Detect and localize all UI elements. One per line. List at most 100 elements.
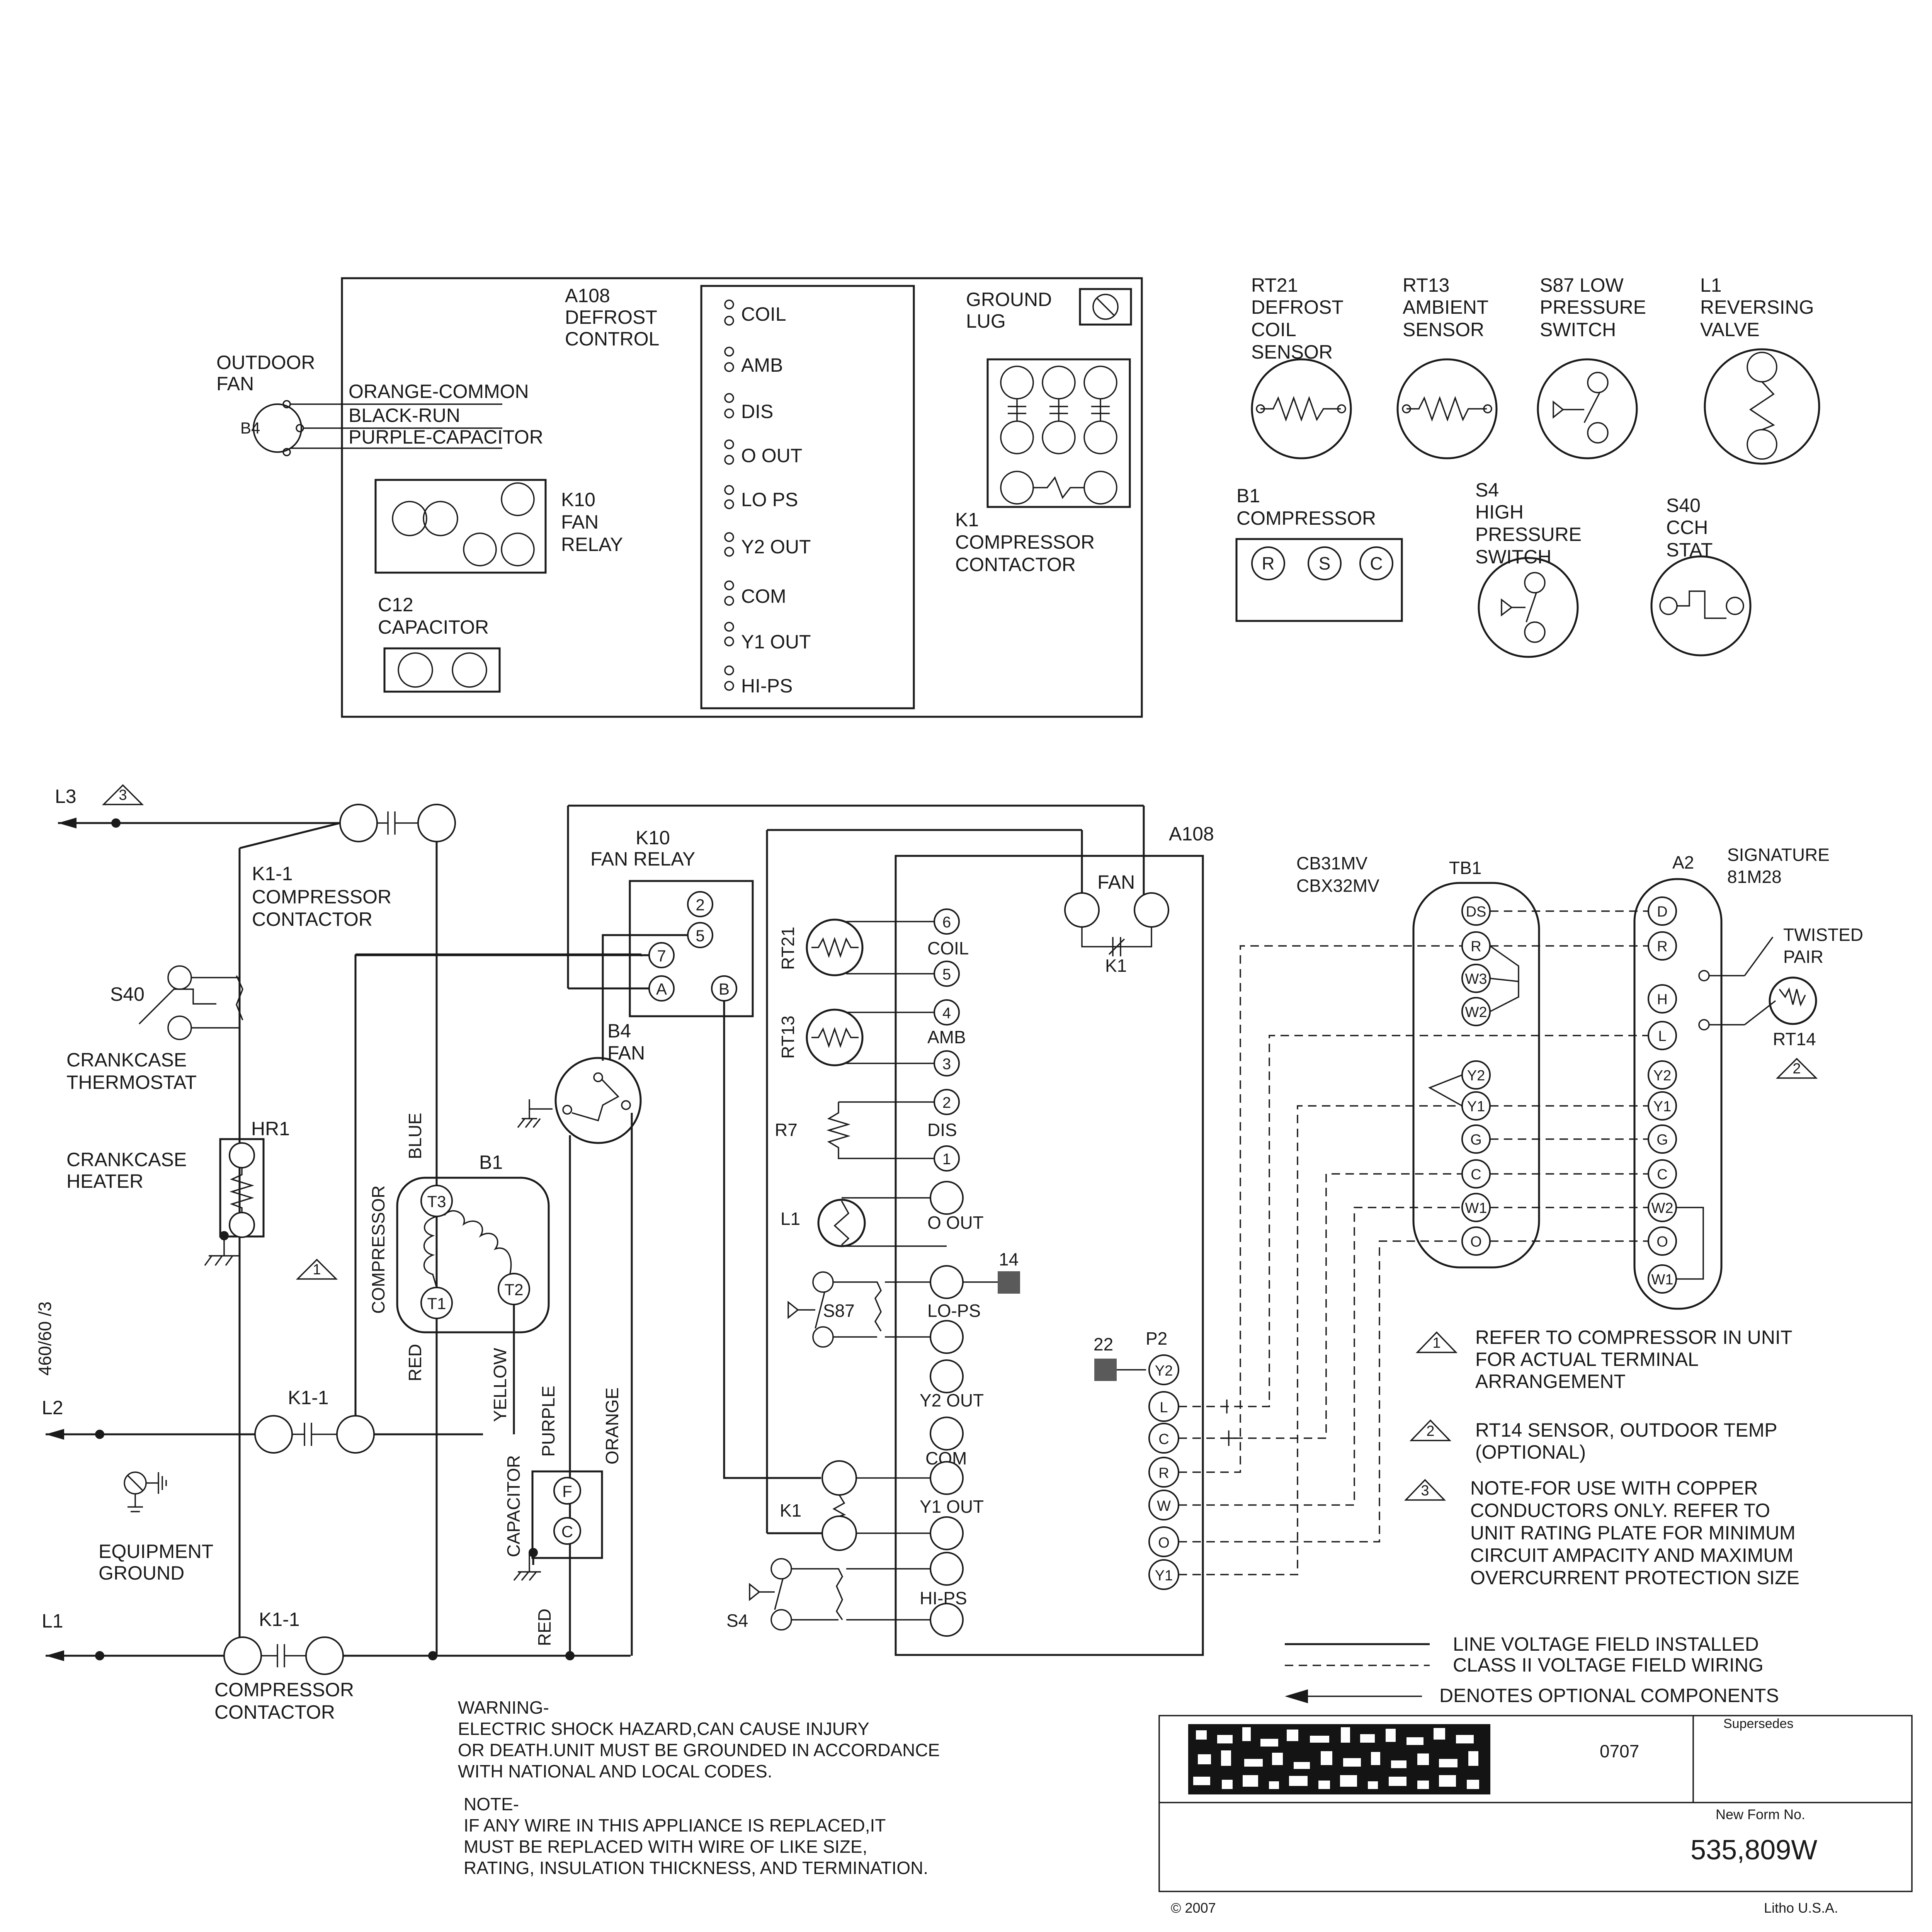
l1-legend-label: L1 — [1700, 274, 1722, 296]
k10-label: K10 — [561, 489, 595, 510]
model-cb31mv: CB31MV — [1296, 853, 1367, 873]
tb1-w2: W2 — [1465, 1004, 1487, 1020]
rt21-legend-label: RT21 — [1251, 274, 1298, 296]
lo-ps-label: LO-PS — [927, 1301, 981, 1321]
terminal-o-out: O OUT — [741, 445, 802, 466]
k1-label: K1 — [955, 509, 979, 531]
tb1-o: O — [1470, 1234, 1482, 1250]
r7-label: R7 — [775, 1120, 798, 1140]
k10-label-2: FAN — [561, 511, 599, 533]
signature-label-2: 81M28 — [1727, 867, 1782, 887]
note-1-line-2: FOR ACTUAL TERMINAL — [1475, 1349, 1699, 1370]
outdoor-fan-motor — [253, 403, 302, 453]
k1-1-top-label: K1-1 — [252, 863, 293, 884]
wire-14-marker — [998, 1271, 1020, 1294]
equipment-ground-label-2: GROUND — [99, 1562, 184, 1584]
tb1-w1: W1 — [1465, 1200, 1487, 1216]
rt13-legend-label-3: SENSOR — [1403, 319, 1484, 340]
p2-label: P2 — [1146, 1328, 1167, 1349]
compressor-contactor-label-2: CONTACTOR — [214, 1701, 335, 1723]
coil-label: COIL — [927, 938, 969, 958]
rt21-legend-label-4: SENSOR — [1251, 341, 1333, 363]
note-line-4: RATING, INSULATION THICKNESS, AND TERMIN… — [464, 1858, 928, 1878]
a2-label: A2 — [1672, 852, 1694, 872]
warning-line-1: WARNING- — [458, 1697, 549, 1718]
terminal-list: COIL AMB DIS O OUT LO PS Y2 OUT COM Y1 O… — [724, 299, 811, 697]
ground-lug-label-2: LUG — [966, 310, 1006, 332]
tri2-text: 2 — [1793, 1061, 1801, 1077]
k1-1-bot-label: K1-1 — [259, 1609, 300, 1630]
outdoor-fan-label-2: FAN — [216, 373, 254, 395]
tb1-r: R — [1471, 939, 1481, 955]
note2-tri-text: 2 — [1426, 1423, 1434, 1439]
b4-fan-label: B4 — [607, 1020, 631, 1042]
wire-22-label: 22 — [1094, 1334, 1113, 1354]
equipment-ground-label: EQUIPMENT — [99, 1541, 213, 1562]
a2-h: H — [1657, 992, 1667, 1008]
s4-legend-label-2: HIGH — [1475, 501, 1524, 523]
a2-r: R — [1657, 939, 1667, 955]
c12-label-2: CAPACITOR — [378, 616, 489, 638]
a2-y2: Y2 — [1653, 1068, 1671, 1084]
legend-arrow-icon — [1285, 1689, 1308, 1703]
a2-w1: W1 — [1651, 1272, 1673, 1288]
a2-o: O — [1656, 1234, 1668, 1250]
b1-t3: T3 — [427, 1192, 446, 1211]
legend-optional: DENOTES OPTIONAL COMPONENTS — [1439, 1685, 1779, 1706]
tb1-c: C — [1471, 1167, 1481, 1183]
k1-1-mid-label: K1-1 — [288, 1387, 329, 1408]
litho-label: Litho U.S.A. — [1764, 1900, 1838, 1916]
p2-pin-r: R — [1158, 1465, 1169, 1481]
date-code: 0707 — [1600, 1741, 1639, 1761]
terminal-amb: AMB — [741, 354, 783, 376]
a2-d: D — [1657, 904, 1667, 920]
note-3-line-3: UNIT RATING PLATE FOR MINIMUM — [1470, 1522, 1796, 1544]
defrost-control-a108-icon — [895, 855, 1204, 1656]
a2-terminals: D R H L Y2 Y1 G C W2 O W1 — [1648, 896, 1677, 1294]
voltage-label: 460/60 /3 — [35, 1301, 55, 1376]
rt13-legend-label-2: AMBIENT — [1403, 296, 1488, 318]
terminal-dis: DIS — [741, 401, 773, 422]
k1-label-2: COMPRESSOR — [955, 531, 1095, 553]
crankcase-thermostat-label: CRANKCASE — [66, 1049, 187, 1071]
l3-label: L3 — [55, 786, 77, 807]
note-line-2: IF ANY WIRE IN THIS APPLIANCE IS REPLACE… — [464, 1815, 886, 1835]
crankcase-heater-label: CRANKCASE — [66, 1149, 187, 1170]
rt21-label: RT21 — [778, 927, 798, 970]
note2-triangle-icon — [1409, 1419, 1452, 1441]
k10-fan-relay-icon — [374, 479, 547, 574]
b1-t2: T2 — [504, 1281, 523, 1299]
model-cbx32mv: CBX32MV — [1296, 876, 1379, 896]
rt21-sensor-icon — [1251, 358, 1352, 459]
a2-c: C — [1657, 1167, 1667, 1183]
l1-legend-label-3: VALVE — [1700, 319, 1760, 340]
y1-out-label: Y1 OUT — [920, 1497, 984, 1517]
tb1-ds: DS — [1466, 904, 1486, 920]
wire-yellow-label: YELLOW — [490, 1348, 510, 1422]
l2-label: L2 — [42, 1397, 63, 1418]
tb1-y2: Y2 — [1467, 1068, 1485, 1084]
s4-legend-label-3: PRESSURE — [1475, 524, 1582, 545]
wire-red-label-2: RED — [534, 1609, 554, 1646]
rt13-label: RT13 — [778, 1015, 798, 1059]
compressor-b1-icon — [396, 1177, 550, 1333]
tb1-g: G — [1470, 1132, 1482, 1148]
s4-label: S4 — [726, 1611, 748, 1631]
title-block: 0707 Supersedes New Form No. 535,809W © … — [1158, 1715, 1913, 1916]
wire-purple-label: PURPLE — [538, 1386, 558, 1457]
note-2-line-2: (OPTIONAL) — [1475, 1441, 1586, 1463]
pin-2: 2 — [942, 1094, 951, 1111]
new-form-label: New Form No. — [1716, 1806, 1805, 1822]
component-block: OUTDOOR FAN B4 ORANGE-COMMON BLACK-RUN P… — [216, 277, 1143, 718]
warning-triangle-2-icon — [1776, 1058, 1818, 1079]
wire-orange-common: ORANGE-COMMON — [349, 381, 529, 402]
note3-tri-text: 3 — [1421, 1483, 1429, 1499]
cap-terminal-c: C — [561, 1522, 573, 1541]
reversing-valve-l1-icon — [817, 1199, 866, 1247]
rt13-legend-label: RT13 — [1403, 274, 1449, 296]
capacitor-c12-icon — [531, 1470, 603, 1559]
s87-legend-label-2: PRESSURE — [1540, 296, 1646, 318]
tb1-label: TB1 — [1449, 858, 1481, 878]
compressor-contactor-label: COMPRESSOR — [214, 1679, 354, 1701]
a2-g: G — [1656, 1132, 1668, 1148]
